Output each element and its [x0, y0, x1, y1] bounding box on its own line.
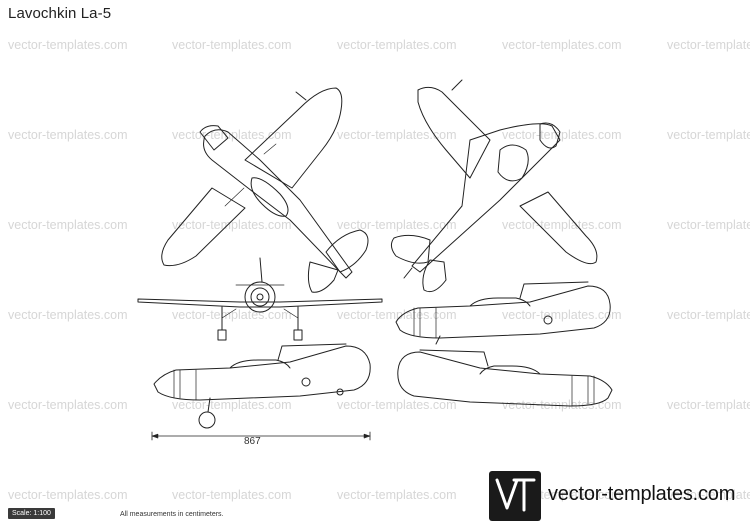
scale-badge: Scale: 1:100 [8, 508, 55, 519]
vt-logo-icon [489, 471, 541, 521]
top-view [161, 87, 369, 293]
side-view-right [395, 281, 611, 345]
bottom-view [390, 79, 598, 293]
logo-text[interactable]: vector-templates.com [548, 483, 736, 505]
page-title: Lavochkin La-5 [8, 5, 112, 22]
measurement-note: All measurements in centimeters. [120, 511, 224, 518]
dimension-label: 867 [244, 436, 261, 447]
side-view-mirrored [397, 349, 613, 407]
front-view [137, 257, 383, 341]
side-view-left [153, 343, 371, 429]
dimension-line [151, 431, 371, 441]
